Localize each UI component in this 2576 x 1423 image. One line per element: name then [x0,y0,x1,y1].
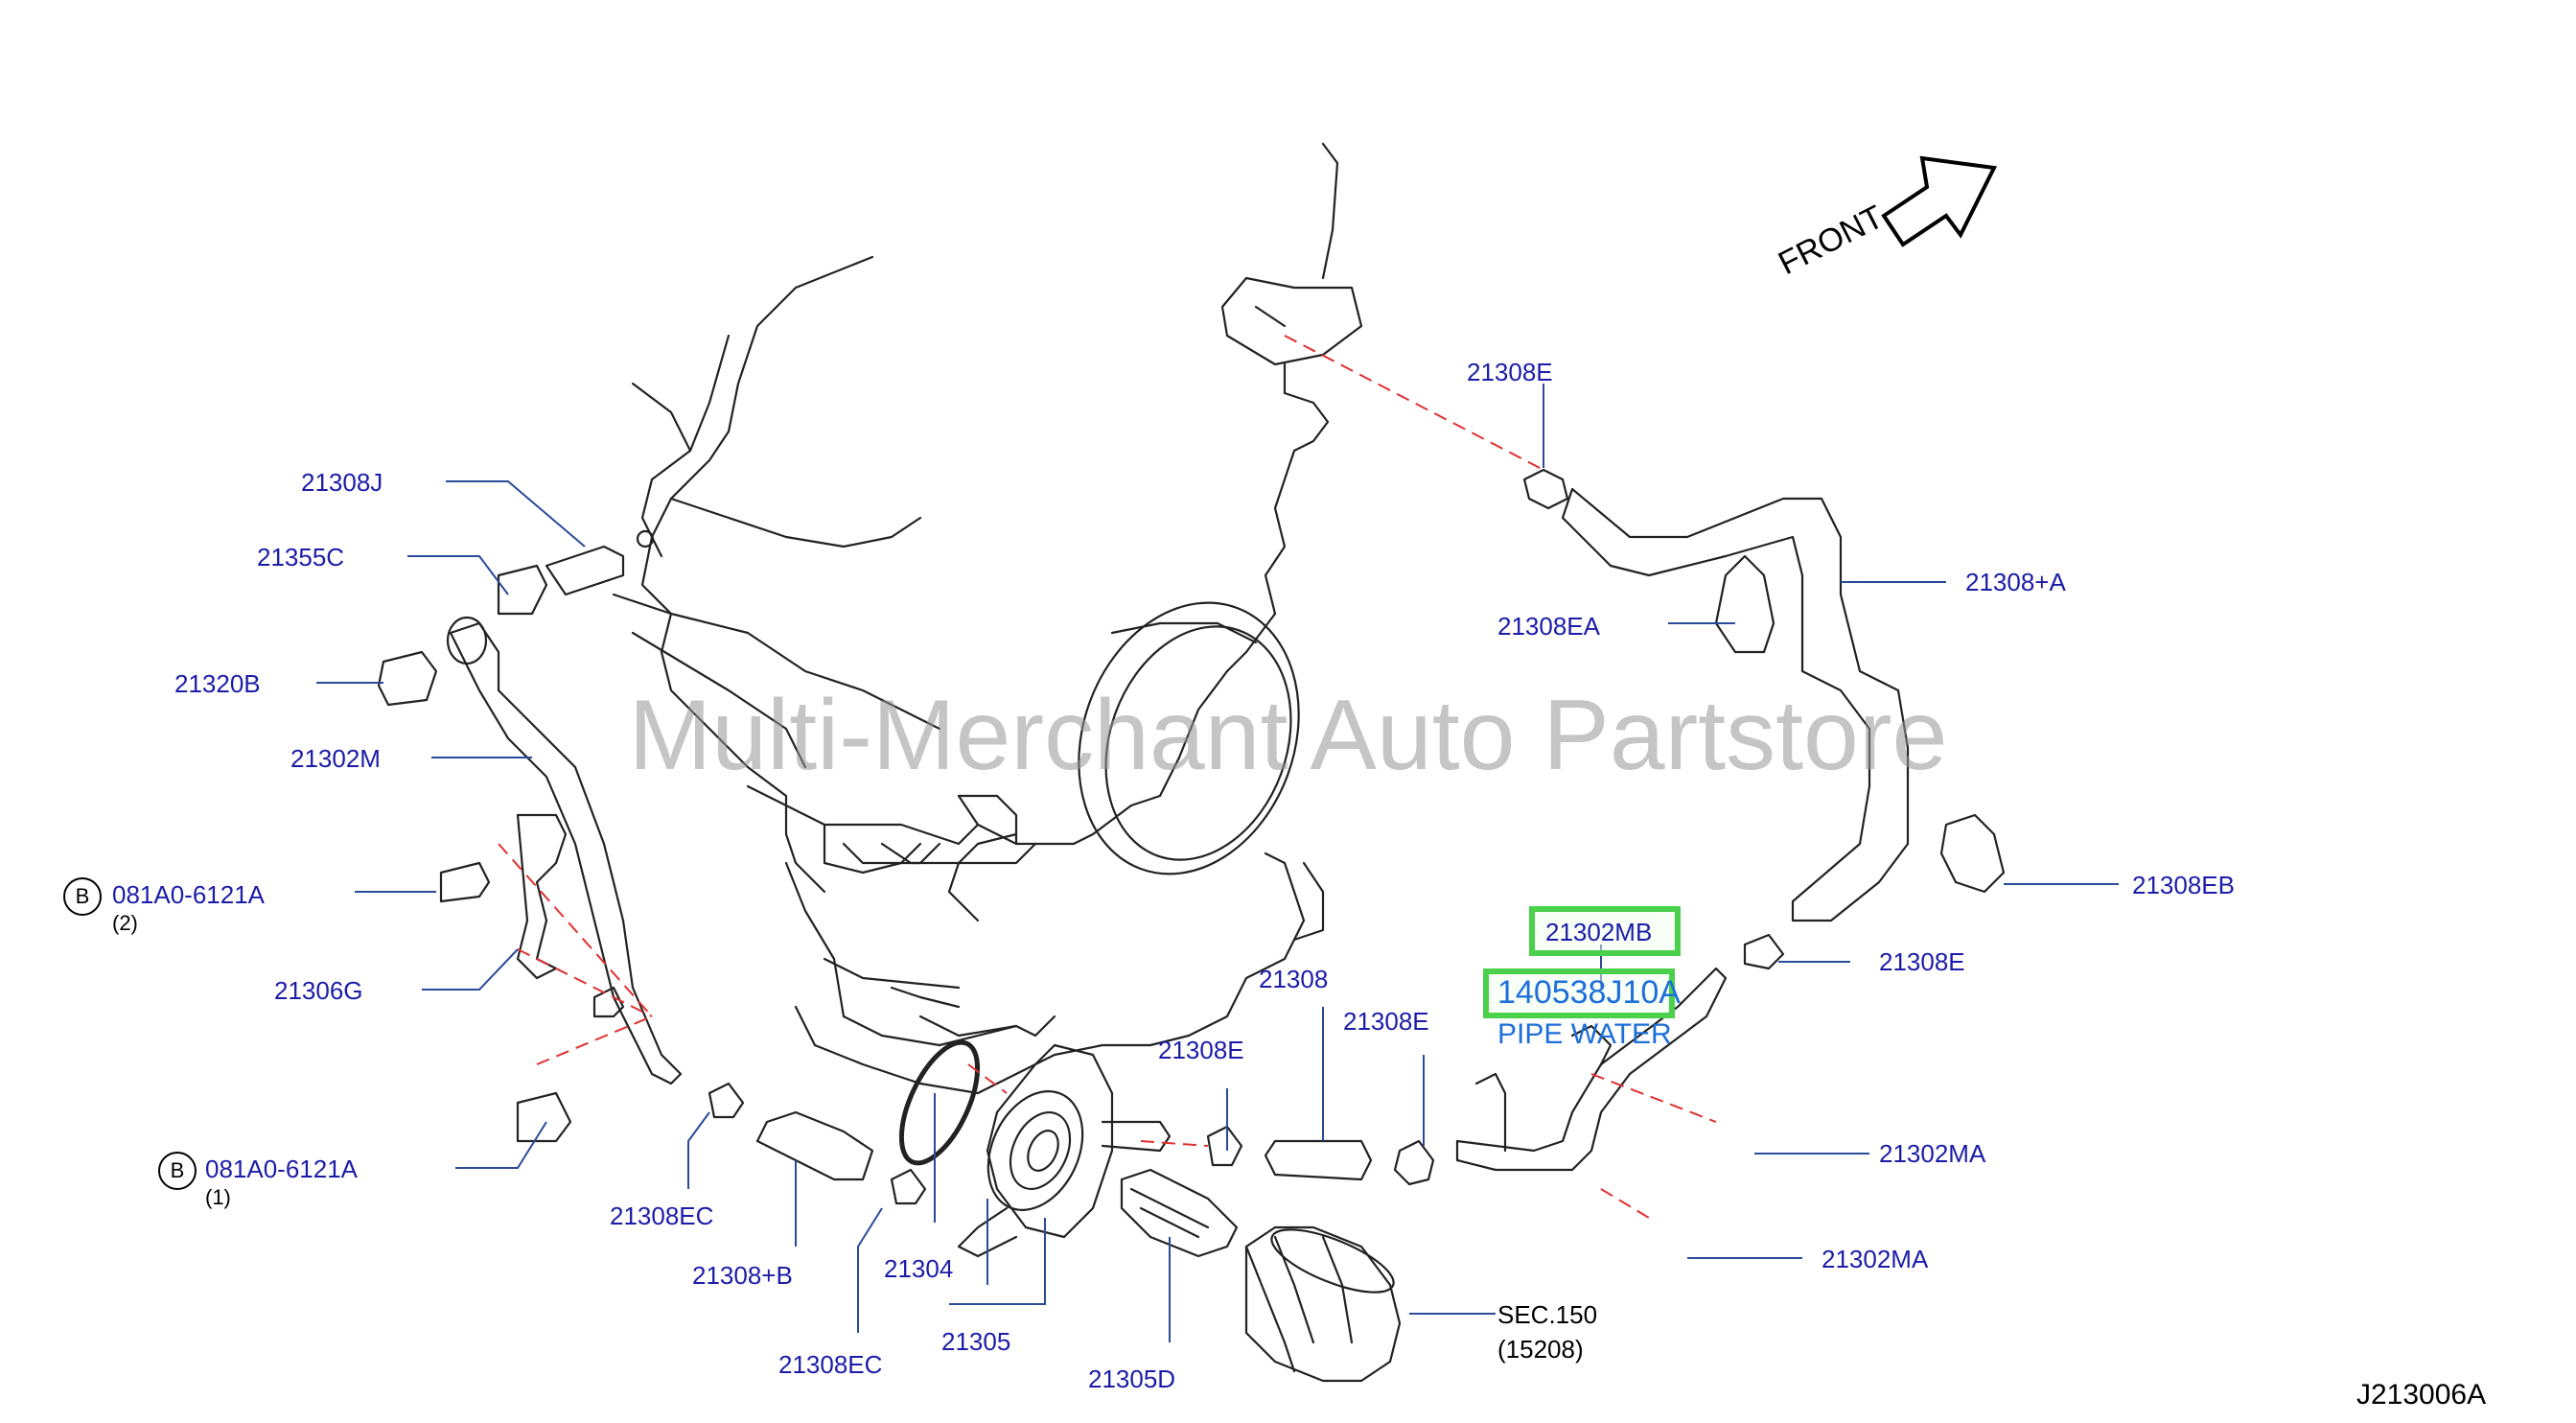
callout-sec150[interactable]: SEC.150 [1497,1300,1598,1329]
callout-21308E-right[interactable]: 21308E [1879,947,1965,976]
engine-block-drawing [612,142,1363,1095]
callout-21308E-top[interactable]: 21308E [1467,358,1553,386]
leader-lines [316,384,2119,1342]
callout-21305[interactable]: 21305 [941,1327,1011,1356]
callout-21308EA[interactable]: 21308EA [1497,612,1600,641]
callout-21308EC-bottom[interactable]: 21308EC [778,1350,883,1379]
callout-081A0-lower-qty: (1) [205,1185,231,1209]
callout-21304[interactable]: 21304 [884,1254,954,1283]
callout-21308E-mid-left[interactable]: 21308E [1158,1036,1244,1064]
housing-drawing [1078,601,1325,942]
watermark: Multi-Merchant Auto Partstore [628,680,1948,791]
diagram-code: J213006A [2356,1379,2487,1411]
oil-filter-drawing [1244,1225,1402,1383]
highlight-description: PIPE WATER [1497,1018,1672,1050]
circle-b-marker: B [63,877,102,916]
callout-21306G[interactable]: 21306G [274,976,363,1005]
callout-21302MA-upper[interactable]: 21302MA [1879,1139,1986,1168]
callout-21320B[interactable]: 21320B [174,669,261,698]
callout-081A0-6121A-lower[interactable]: 081A0-6121A [205,1155,359,1183]
callout-081A0-upper-qty: (2) [112,911,138,935]
callout-21308EC-left[interactable]: 21308EC [610,1201,714,1230]
clamps-drawing [708,468,2006,1205]
highlight-box-part [1529,906,1681,956]
callout-21308EB[interactable]: 21308EB [2132,871,2235,899]
callout-21308-plus-a[interactable]: 21308+A [1965,568,2066,596]
water-pipe-drawing [1455,967,1728,1172]
sensor-drawing [1120,1168,1239,1258]
callout-21355C[interactable]: 21355C [257,543,345,572]
callout-081A0-6121A-upper[interactable]: 081A0-6121A [112,880,266,909]
callout-21308E-mid-right[interactable]: 21308E [1343,1007,1429,1036]
front-arrow-icon [1881,155,1998,247]
callout-21302M[interactable]: 21302M [290,744,381,773]
callout-15208: (15208) [1497,1335,1584,1364]
left-pipe-drawing [377,529,683,1143]
callout-21308-plus-b[interactable]: 21308+B [692,1261,793,1290]
dashed-guide-lines [498,335,1717,1219]
highlight-oem-number[interactable]: 140538J10A [1497,974,1681,1011]
callout-21308J[interactable]: 21308J [301,468,383,497]
callout-21305D[interactable]: 21305D [1088,1365,1176,1393]
callout-21308[interactable]: 21308 [1259,965,1329,993]
highlight-part-number[interactable]: 21302MB [1545,918,1653,946]
hoses-drawing [755,487,1910,1181]
oil-cooler-drawing [898,1039,1172,1258]
callout-21302MA-lower[interactable]: 21302MA [1822,1245,1929,1273]
highlight-box-oem [1483,968,1675,1018]
circle-b-marker-lower: B [158,1152,197,1190]
